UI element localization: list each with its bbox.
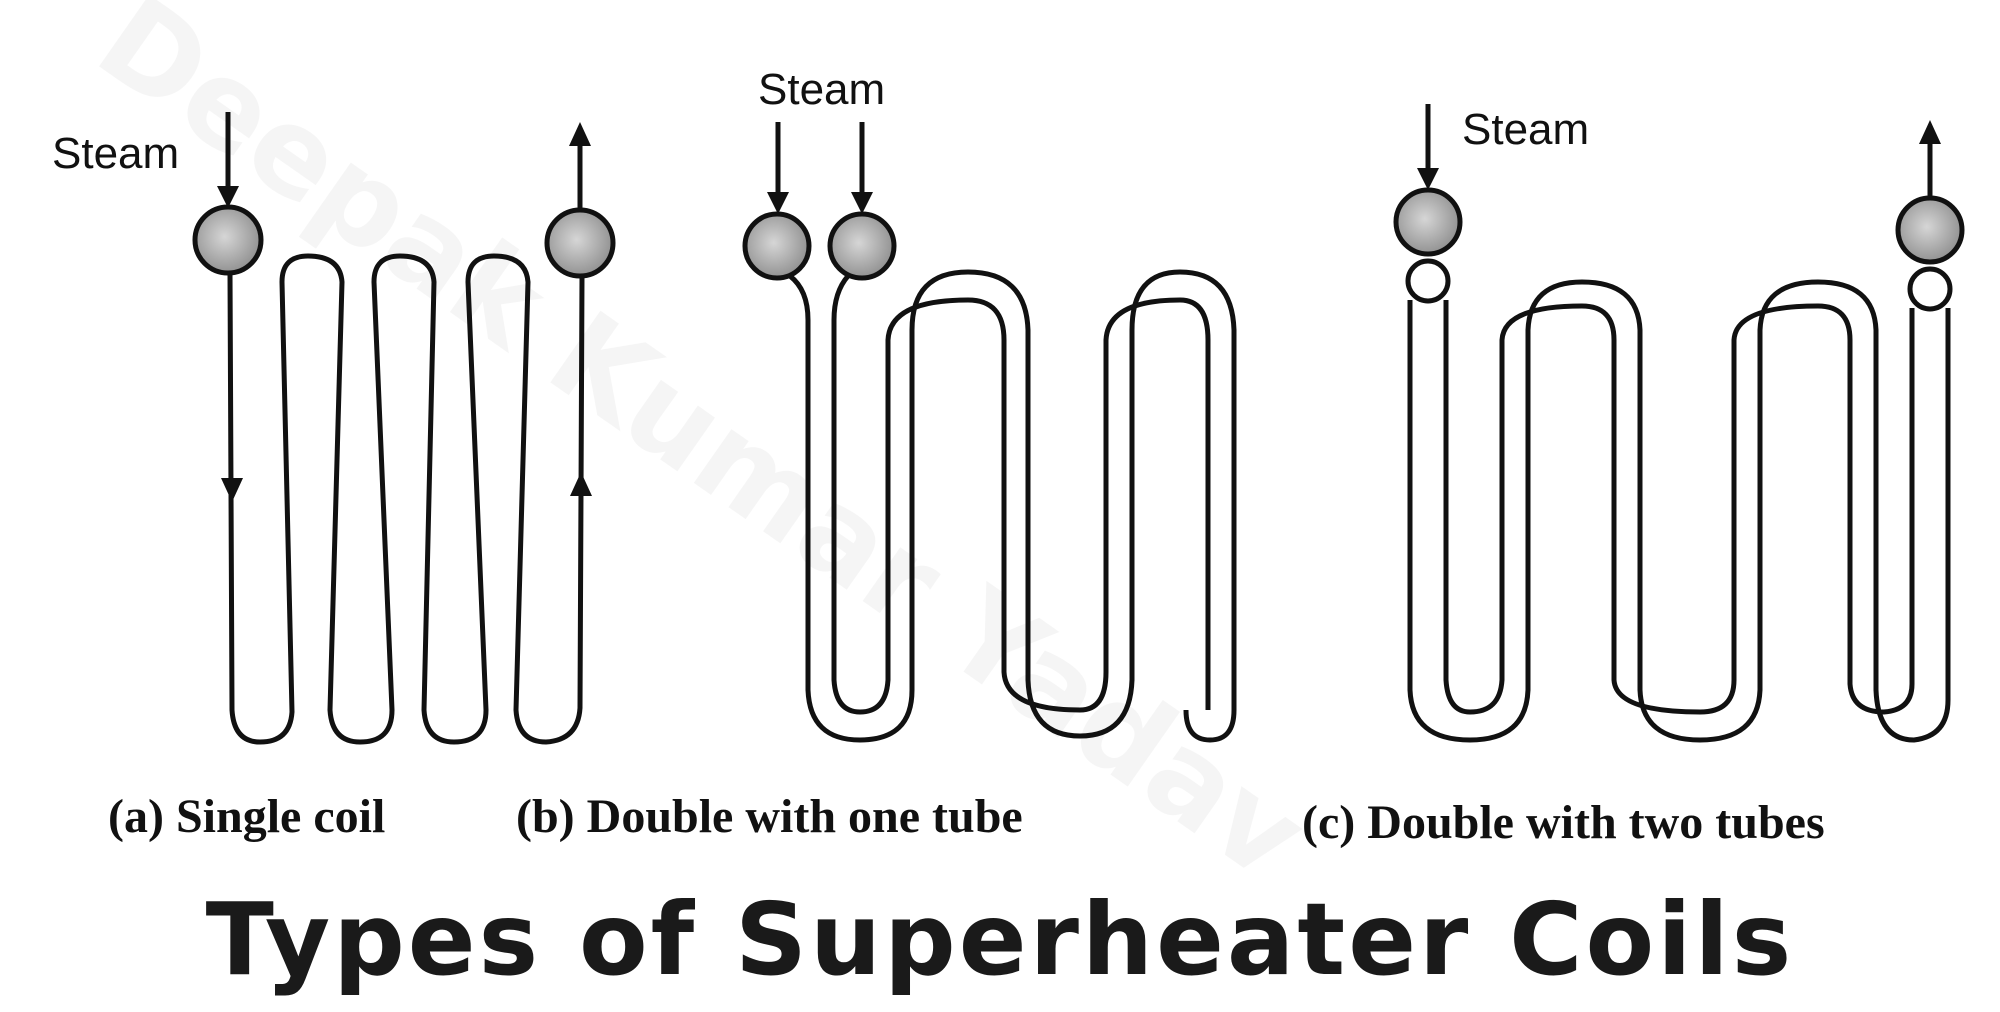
page-title: Types of Superheater Coils	[205, 881, 1795, 998]
arrowhead-up-icon	[1919, 120, 1941, 144]
arrowhead-down-icon	[1417, 168, 1439, 190]
inner-tube-c	[1443, 300, 1915, 715]
inlet-stub-c	[1405, 258, 1451, 304]
outer-tube-c	[1407, 279, 1951, 743]
outlet-header-c	[1895, 195, 1965, 265]
arrowhead-up-icon	[569, 122, 591, 146]
arrowhead-down-icon	[851, 192, 873, 214]
header-b2	[827, 211, 897, 281]
flow-arrow-down-icon	[221, 478, 243, 502]
header-b1	[742, 211, 812, 281]
inlet-header-c	[1393, 187, 1463, 257]
caption-a: (a) Single coil	[108, 790, 385, 843]
flow-arrow-up-icon	[570, 472, 592, 496]
panel-single-coil: Steam (a) Single coil	[52, 112, 616, 843]
arrowhead-down-icon	[217, 186, 239, 208]
panel-double-one-tube: Steam (b) Double with one tube	[516, 65, 1237, 843]
inlet-header-a	[192, 204, 264, 276]
outlet-stub-c	[1907, 266, 1953, 312]
panel-double-two-tubes: Steam (c) Double with two tubes	[1302, 104, 1965, 849]
arrowhead-down-icon	[767, 192, 789, 214]
outlet-header-a	[544, 207, 616, 279]
inner-tube-b	[831, 274, 1211, 715]
watermark-text: Deepak Kumar Yadav	[73, 0, 1329, 907]
steam-label-a: Steam	[52, 129, 179, 178]
caption-b: (b) Double with one tube	[516, 790, 1023, 843]
steam-label-c: Steam	[1462, 105, 1589, 154]
caption-c: (c) Double with two tubes	[1302, 796, 1825, 849]
steam-label-b: Steam	[758, 65, 885, 114]
single-coil-tube	[227, 253, 585, 745]
